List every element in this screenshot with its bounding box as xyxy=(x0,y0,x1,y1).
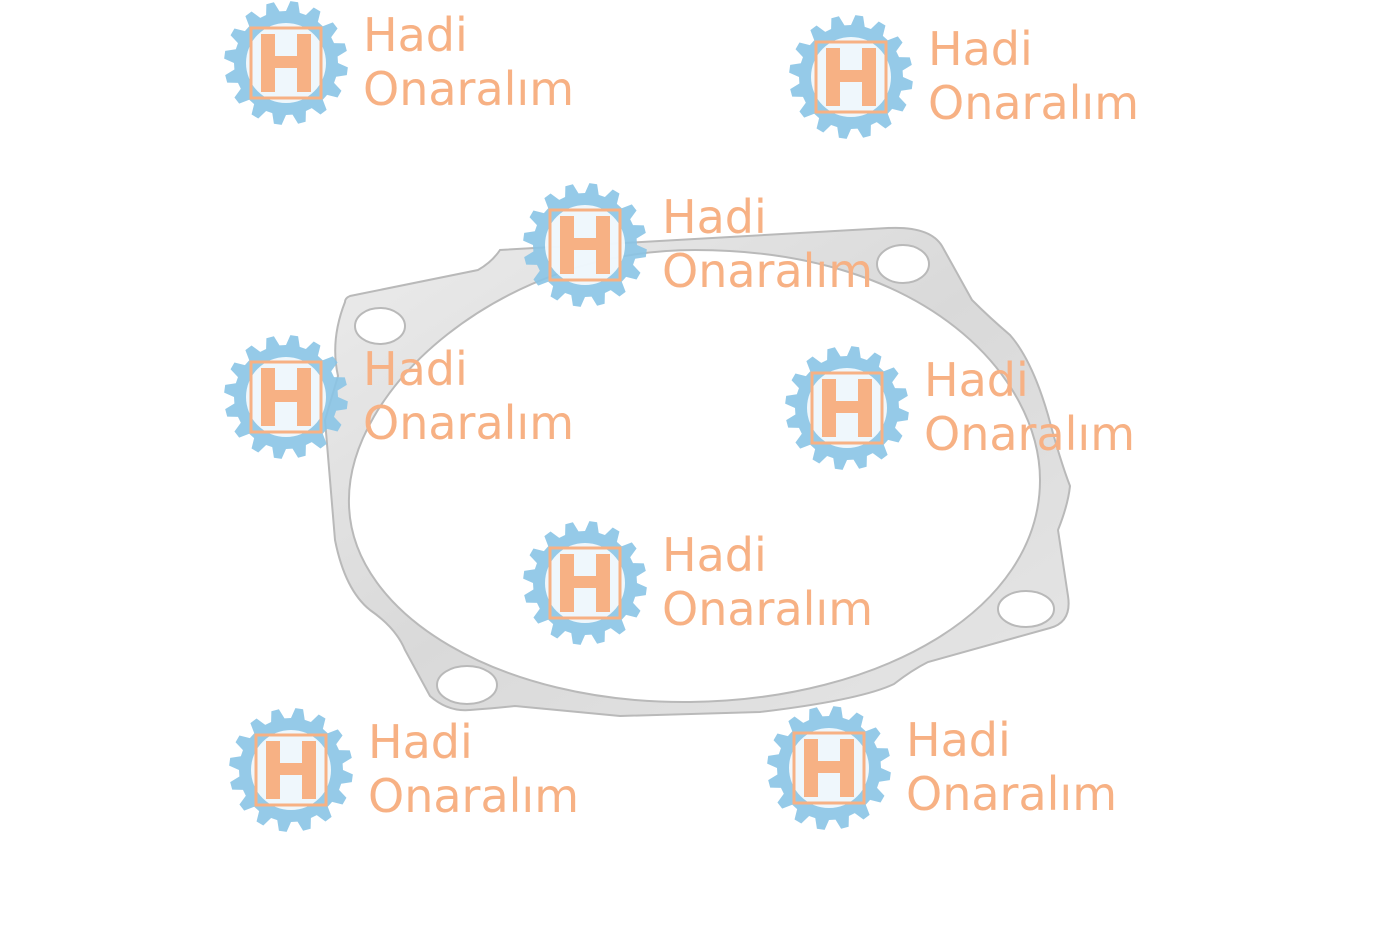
watermark-line2: Onaralım xyxy=(363,62,575,116)
gasket-body xyxy=(323,226,1072,718)
watermark-line2: Onaralım xyxy=(924,407,1136,461)
bolt-hole-bottom-left xyxy=(436,665,498,705)
watermark-line1: Hadi xyxy=(662,528,767,582)
bolt-hole-top-left xyxy=(354,307,406,345)
bolt-hole-bottom-right xyxy=(997,590,1055,628)
watermark-line2: Onaralım xyxy=(363,396,575,450)
watermark-line1: Hadi xyxy=(368,715,473,769)
gear-h-logo-icon xyxy=(523,521,647,645)
watermark-line2: Onaralım xyxy=(662,244,874,298)
watermark-line2: Onaralım xyxy=(368,769,580,823)
watermark-line1: Hadi xyxy=(662,190,767,244)
watermark-line2: Onaralım xyxy=(906,767,1118,821)
gear-h-logo-icon xyxy=(229,708,353,832)
watermark-line2: Onaralım xyxy=(928,76,1140,130)
gear-h-logo-icon xyxy=(224,335,348,459)
watermark-line1: Hadi xyxy=(928,22,1033,76)
watermark-line1: Hadi xyxy=(363,342,468,396)
gear-h-logo-icon xyxy=(785,346,909,470)
gear-h-logo-icon xyxy=(767,706,891,830)
watermark-line2: Onaralım xyxy=(662,582,874,636)
gear-h-logo-icon xyxy=(789,15,913,139)
bolt-hole-top-right xyxy=(876,244,930,284)
gear-h-logo-icon xyxy=(523,183,647,307)
watermark-line1: Hadi xyxy=(906,713,1011,767)
watermark-line1: Hadi xyxy=(363,8,468,62)
gear-h-logo-icon xyxy=(224,1,348,125)
watermark-line1: Hadi xyxy=(924,353,1029,407)
